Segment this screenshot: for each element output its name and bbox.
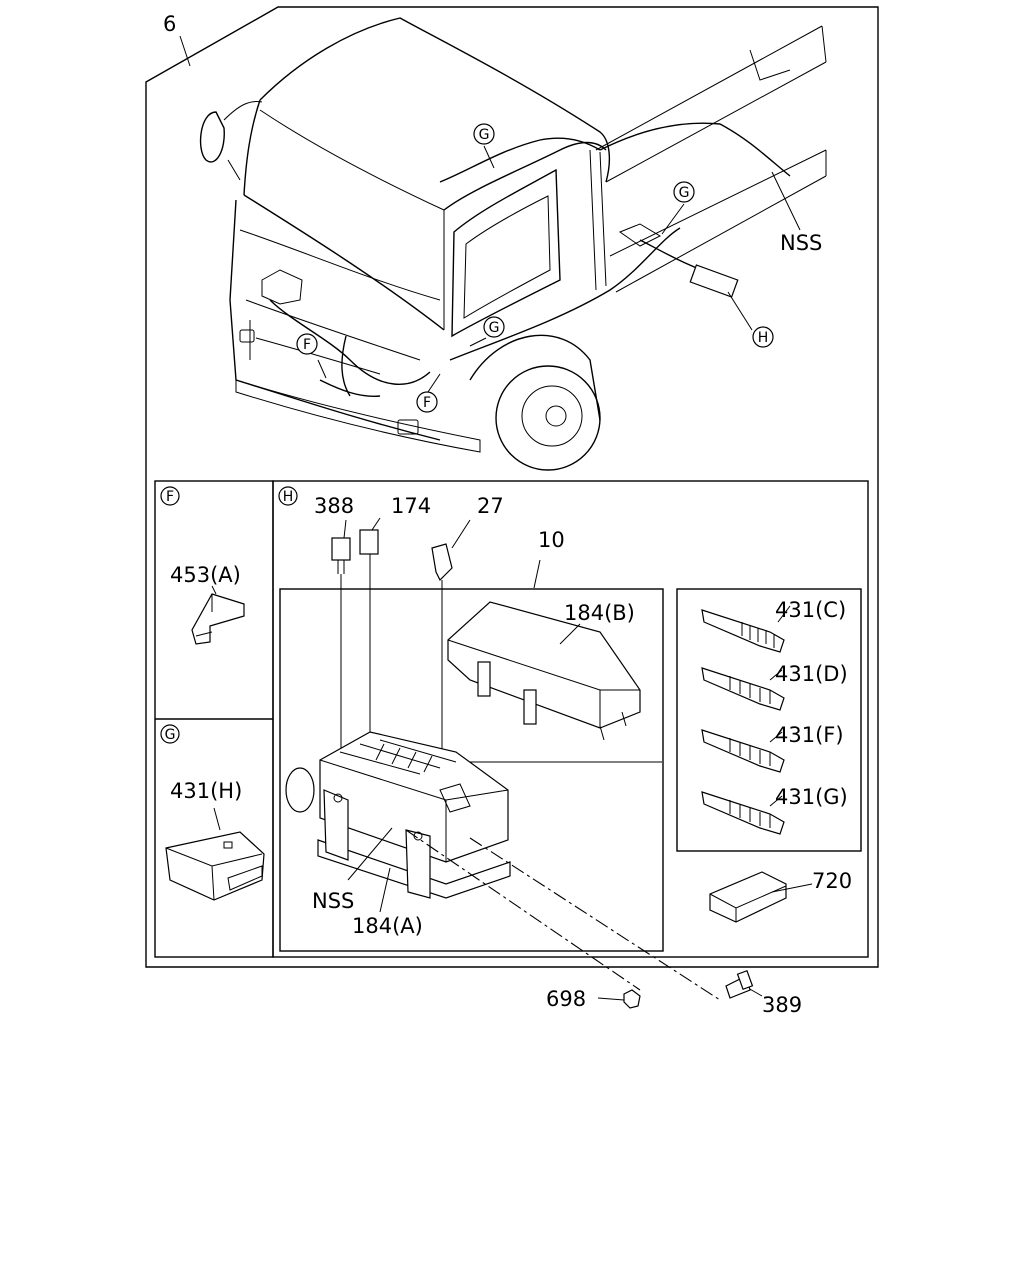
label-27: 27: [477, 494, 504, 518]
label-nss-box: NSS: [312, 889, 354, 913]
label-698: 698: [546, 987, 586, 1011]
section-g-label: G: [165, 727, 176, 743]
truck-illustration: [199, 17, 827, 471]
labels: 6 NSS G G G F F H F G H 453(A) 431(H) 38…: [163, 12, 852, 1017]
nut-698: [623, 989, 641, 1009]
fuse-27: [431, 519, 471, 760]
section-h-label: H: [283, 489, 294, 505]
part-174: [359, 517, 381, 740]
label-assembly-6: 6: [163, 12, 176, 36]
label-174: 174: [391, 494, 431, 518]
callout-circles: [296, 123, 774, 413]
relay-388: [331, 519, 351, 574]
fuse-box-184a: [285, 731, 511, 913]
label-453a: 453(A): [170, 563, 241, 587]
label-431c: 431(C): [775, 598, 846, 622]
bolt-389: [725, 970, 754, 999]
callout-g-2: G: [679, 185, 690, 201]
label-431f: 431(F): [775, 723, 844, 747]
detail-panels: [154, 480, 869, 958]
label-720: 720: [812, 869, 852, 893]
callout-f-2: F: [423, 395, 431, 411]
part-431h-illustration: [165, 807, 265, 901]
callout-g-3: G: [489, 320, 500, 336]
section-f-label: F: [166, 489, 174, 505]
label-10: 10: [538, 528, 565, 552]
assembly-frame: [145, 6, 879, 968]
part-453a-illustration: [191, 585, 245, 645]
callout-g-1: G: [479, 127, 490, 143]
callout-h-1: H: [758, 330, 769, 346]
label-184a: 184(A): [352, 914, 423, 938]
connectors-431: [701, 605, 791, 835]
label-184b: 184(B): [564, 601, 635, 625]
bracket-720: [709, 871, 813, 923]
cover-184b: [447, 601, 641, 741]
label-389: 389: [762, 993, 802, 1017]
callout-f-1: F: [303, 337, 311, 353]
label-nss-top: NSS: [780, 231, 822, 255]
label-431d: 431(D): [775, 662, 848, 686]
label-388: 388: [314, 494, 354, 518]
label-431g: 431(G): [775, 785, 848, 809]
label-431h: 431(H): [170, 779, 242, 803]
